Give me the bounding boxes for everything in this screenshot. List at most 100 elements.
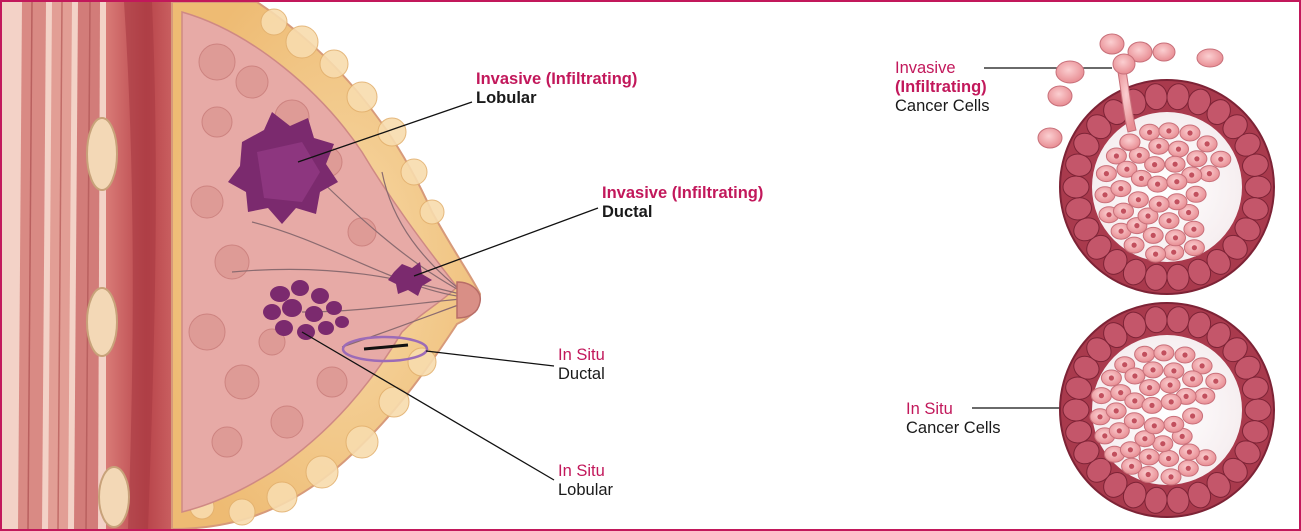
- cell-nucleus: [1132, 418, 1137, 423]
- cell-nucleus: [1139, 176, 1144, 181]
- cell-nucleus: [1160, 441, 1165, 446]
- cell-nucleus: [1190, 413, 1195, 418]
- cell-nucleus: [1213, 379, 1218, 384]
- cell-nucleus: [1187, 130, 1192, 135]
- breast-tissue: [172, 2, 480, 529]
- in-situ-duct-cross-section: [1060, 303, 1274, 517]
- cell-nucleus: [1145, 213, 1150, 218]
- cell-nucleus: [1137, 153, 1142, 158]
- cell-nucleus: [1166, 456, 1171, 461]
- cell-nucleus: [1157, 202, 1162, 207]
- cell-nucleus: [1124, 167, 1129, 172]
- cell-nucleus: [1166, 128, 1171, 133]
- cell-nucleus: [1192, 245, 1197, 250]
- cell-nucleus: [1168, 382, 1173, 387]
- cell-nucleus: [1194, 156, 1199, 161]
- cell-nucleus: [1128, 447, 1133, 452]
- chest-wall: [2, 2, 187, 529]
- cell-nucleus: [1169, 399, 1174, 404]
- cell-nucleus: [1122, 362, 1127, 367]
- in-situ-lobular-type: Lobular: [558, 481, 613, 500]
- cell-nucleus: [1132, 398, 1137, 403]
- cell-nucleus: [1207, 171, 1212, 176]
- cell-nucleus: [1136, 197, 1141, 202]
- cell-nucleus: [1142, 436, 1147, 441]
- cell-nucleus: [1102, 192, 1107, 197]
- cell-nucleus: [1218, 157, 1223, 162]
- cell-nucleus: [1189, 172, 1194, 177]
- invasive-cells-caption: Cancer Cells: [895, 97, 989, 116]
- cell-nucleus: [1151, 233, 1156, 238]
- duct-wall-cell: [1063, 176, 1089, 198]
- cell-nucleus: [1171, 422, 1176, 427]
- duct-wall-cell: [1245, 399, 1271, 421]
- cell-nucleus: [1161, 350, 1166, 355]
- cell-nucleus: [1202, 394, 1207, 399]
- cell-nucleus: [1129, 464, 1134, 469]
- cell-nucleus: [1102, 433, 1107, 438]
- cell-nucleus: [1097, 414, 1102, 419]
- cell-nucleus: [1114, 408, 1119, 413]
- in-situ-ductal-type: Ductal: [558, 365, 605, 384]
- cell-nucleus: [1155, 182, 1160, 187]
- invasive-ductal-label: Invasive (Infiltrating) Ductal: [602, 184, 763, 222]
- in-situ-cells-label: In Situ Cancer Cells: [906, 400, 1000, 438]
- cell-nucleus: [1205, 141, 1210, 146]
- cell-nucleus: [1168, 474, 1173, 479]
- in-situ-cells-caption: Cancer Cells: [906, 419, 1000, 438]
- cell-nucleus: [1153, 252, 1158, 257]
- cell-nucleus: [1114, 153, 1119, 158]
- cell-nucleus: [1121, 209, 1126, 214]
- cell-nucleus: [1156, 144, 1161, 149]
- cell-nucleus: [1134, 223, 1139, 228]
- cell-nucleus: [1149, 403, 1154, 408]
- cell-nucleus: [1184, 394, 1189, 399]
- cell-nucleus: [1109, 375, 1114, 380]
- cell-nucleus: [1152, 162, 1157, 167]
- in-situ-cells-title: In Situ: [906, 400, 1000, 419]
- invasive-lobular-type: Lobular: [476, 89, 637, 108]
- cell-nucleus: [1203, 455, 1208, 460]
- cell-nucleus: [1186, 210, 1191, 215]
- invasive-ductal-title: Invasive (Infiltrating): [602, 184, 763, 203]
- duct-wall-cell: [1063, 399, 1089, 421]
- duct-wall-cell: [1245, 176, 1271, 198]
- cell-nucleus: [1147, 385, 1152, 390]
- cell-nucleus: [1187, 449, 1192, 454]
- cell-nucleus: [1190, 376, 1195, 381]
- invasive-cells-title: Invasive: [895, 59, 989, 78]
- cell-nucleus: [1112, 452, 1117, 457]
- cell-nucleus: [1176, 147, 1181, 152]
- cell-nucleus: [1171, 368, 1176, 373]
- cell-nucleus: [1099, 393, 1104, 398]
- cell-nucleus: [1200, 363, 1205, 368]
- cell-nucleus: [1171, 250, 1176, 255]
- cell-nucleus: [1132, 243, 1137, 248]
- cell-nucleus: [1132, 373, 1137, 378]
- invasive-ductal-type: Ductal: [602, 203, 763, 222]
- invasive-cells-label: Invasive (Infiltrating) Cancer Cells: [895, 59, 989, 116]
- cell-nucleus: [1182, 352, 1187, 357]
- cell-nucleus: [1104, 171, 1109, 176]
- invasive-lobular-title: Invasive (Infiltrating): [476, 70, 637, 89]
- cell-nucleus: [1119, 229, 1124, 234]
- invasive-duct-cross-section: [1038, 34, 1274, 294]
- cell-nucleus: [1173, 235, 1178, 240]
- invasive-lobular-label: Invasive (Infiltrating) Lobular: [476, 70, 637, 108]
- cell-nucleus: [1117, 428, 1122, 433]
- cell-nucleus: [1147, 454, 1152, 459]
- in-situ-ductal-title: In Situ: [558, 346, 605, 365]
- cell-nucleus: [1106, 212, 1111, 217]
- cell-nucleus: [1173, 162, 1178, 167]
- cell-nucleus: [1166, 218, 1171, 223]
- cell-nucleus: [1150, 367, 1155, 372]
- in-situ-lobular-label: In Situ Lobular: [558, 462, 613, 500]
- cell-nucleus: [1142, 352, 1147, 357]
- cell-nucleus: [1194, 192, 1199, 197]
- in-situ-lobular-title: In Situ: [558, 462, 613, 481]
- cell-nucleus: [1186, 466, 1191, 471]
- in-situ-ductal-label: In Situ Ductal: [558, 346, 605, 384]
- cell-nucleus: [1174, 179, 1179, 184]
